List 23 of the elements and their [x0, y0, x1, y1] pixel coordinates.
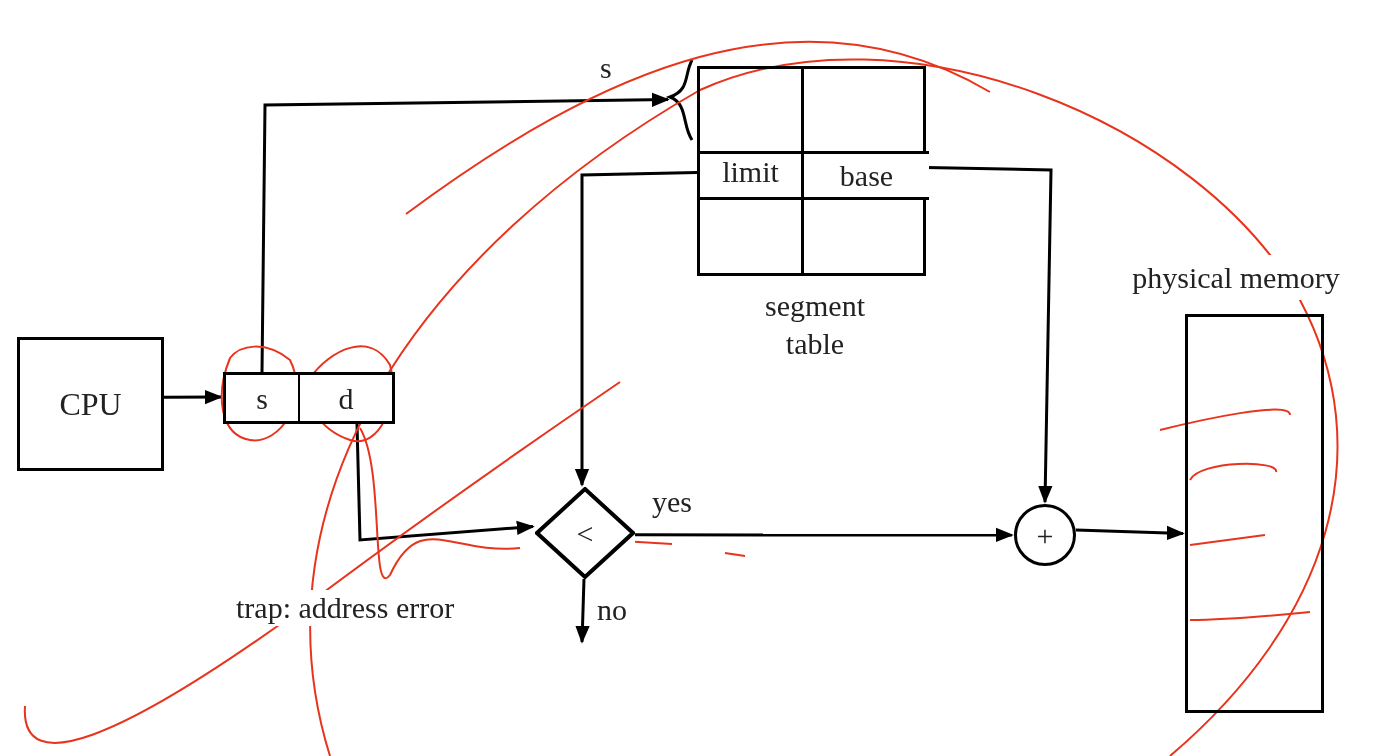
edge-label: no	[597, 592, 627, 628]
node-label: <	[576, 515, 594, 552]
node-label: limit	[722, 154, 779, 190]
node-label: base	[839, 158, 894, 194]
register-cell	[223, 372, 301, 424]
arrow	[355, 423, 535, 542]
arrow	[164, 389, 223, 405]
table-cell	[804, 151, 929, 200]
table-caption: segment table	[764, 288, 866, 362]
note-label: trap: address error	[236, 590, 455, 626]
node-label: CPU	[59, 385, 122, 424]
arrow	[1075, 525, 1185, 541]
node-label: s	[256, 380, 268, 417]
arrow	[260, 92, 670, 372]
arrow	[575, 578, 590, 644]
node-label: +	[1036, 517, 1054, 554]
process-box	[17, 337, 164, 471]
table-cell	[700, 151, 804, 200]
register-cell	[300, 372, 395, 424]
arrow	[574, 171, 698, 487]
node-label: d	[338, 380, 354, 417]
arrow	[635, 527, 1014, 543]
edge-label: yes	[652, 484, 692, 520]
